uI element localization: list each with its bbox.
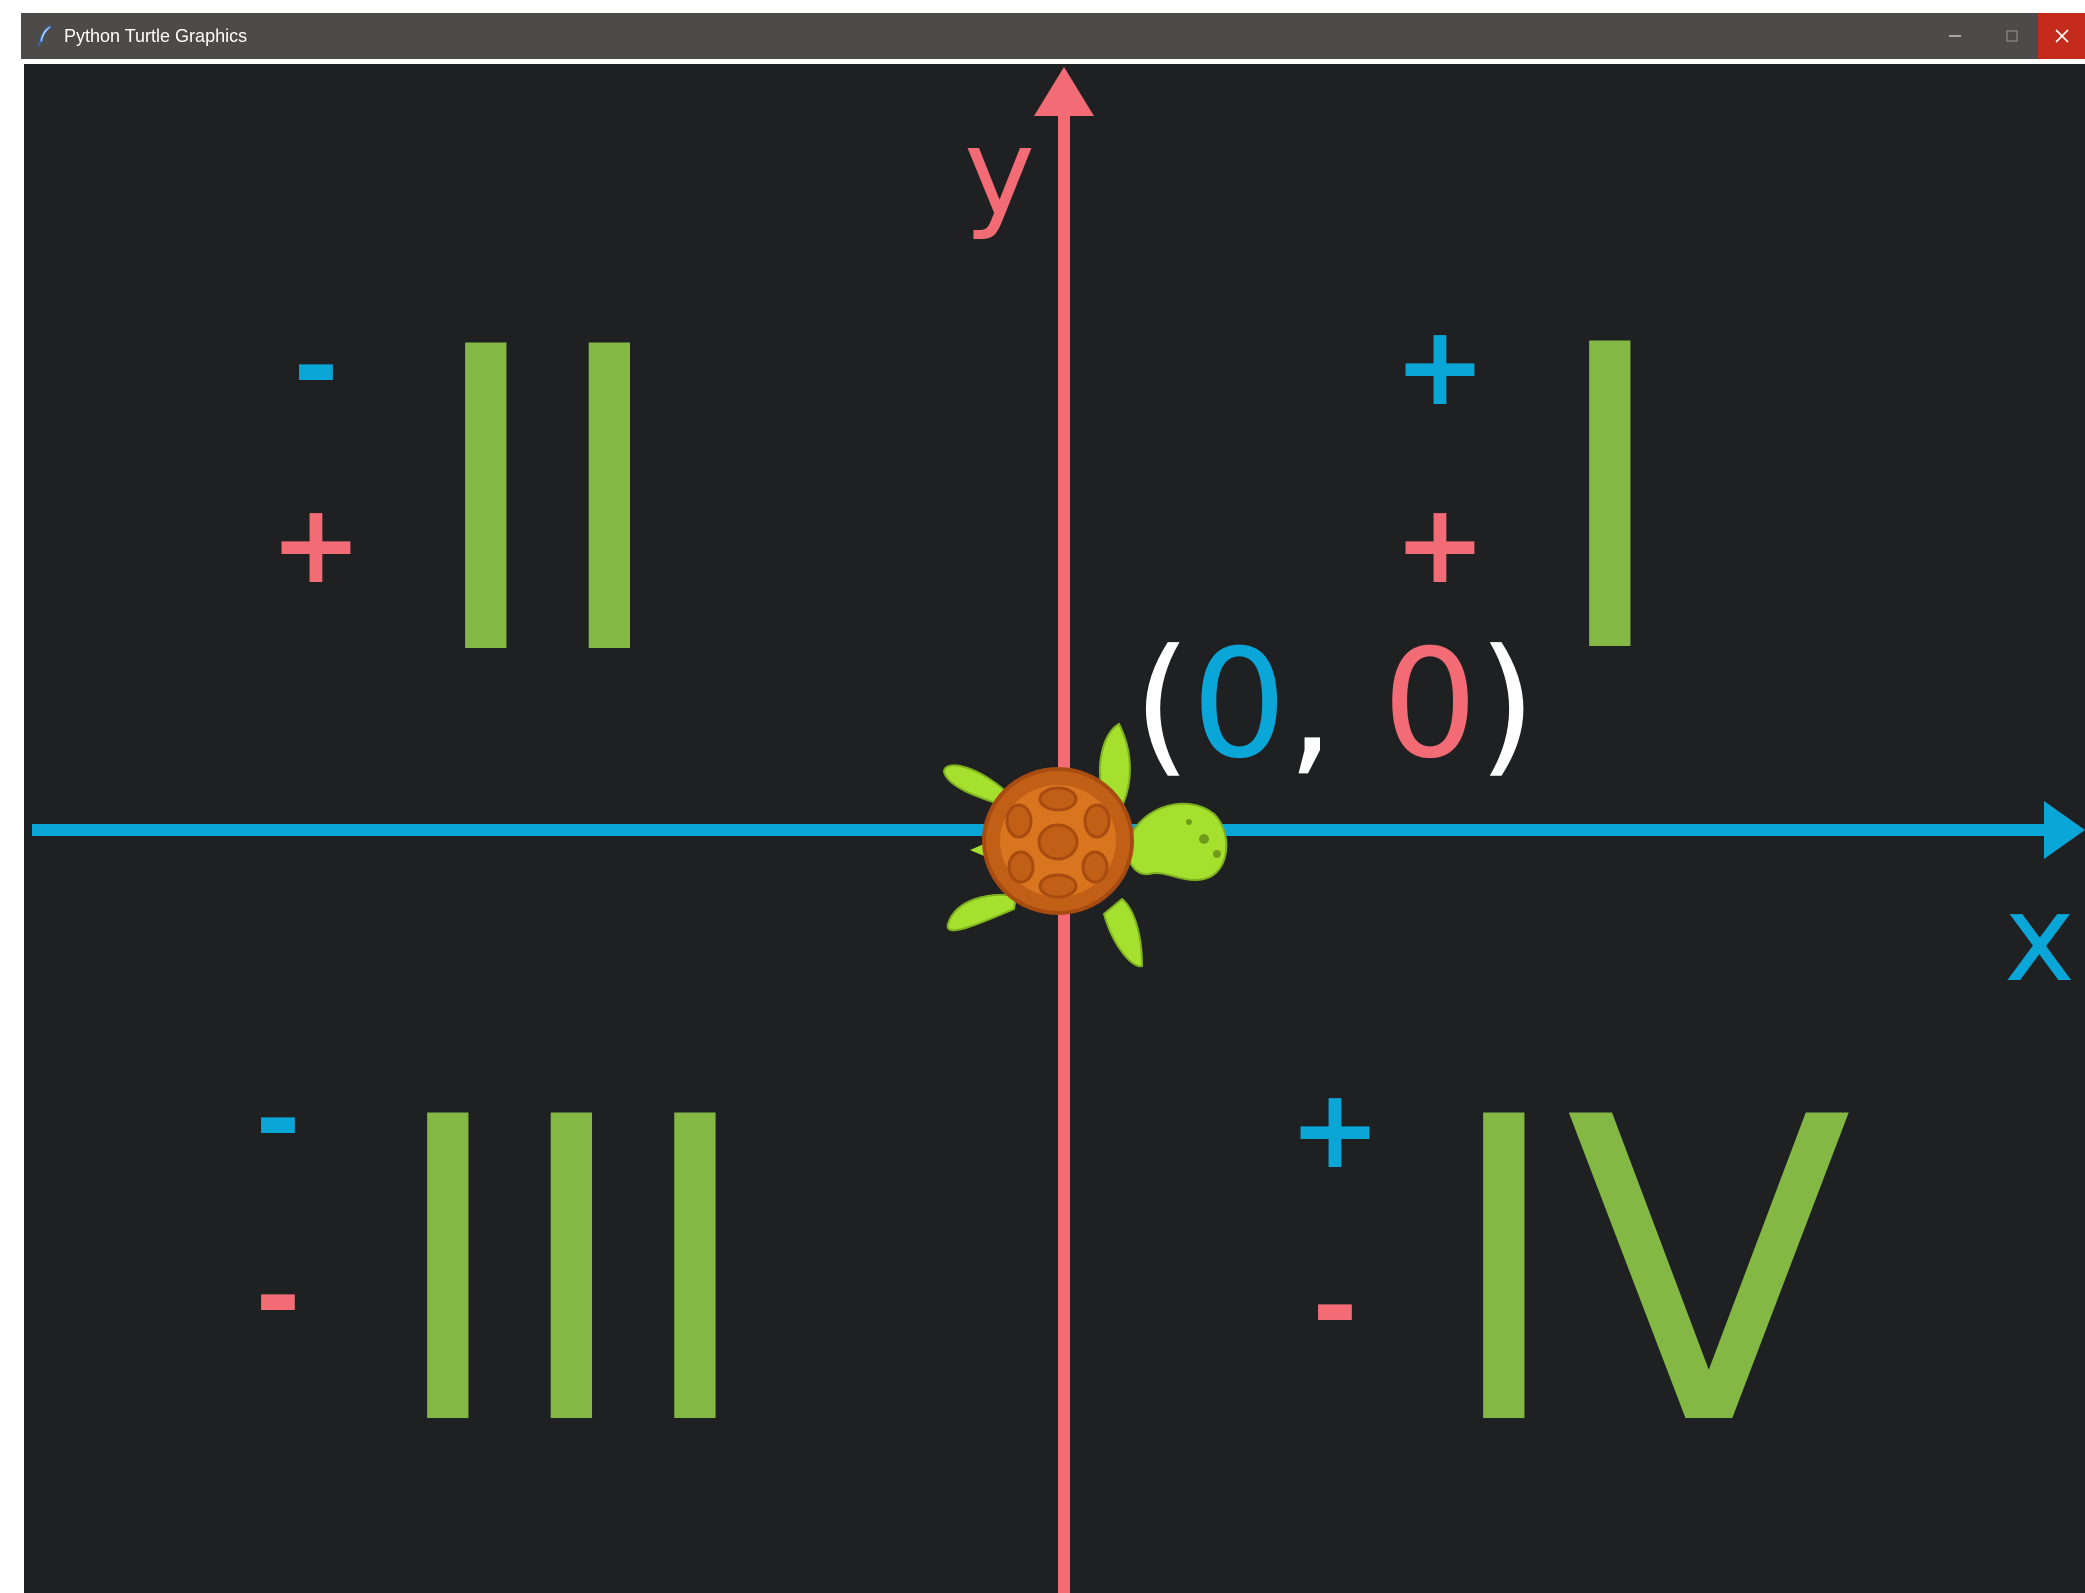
x-axis-label: x (2004, 870, 2076, 1009)
x-axis-arrow (2044, 801, 2085, 859)
origin-label: (0, 0) (1133, 630, 1536, 780)
y-axis-label: y (964, 104, 1036, 243)
maximize-icon (2006, 30, 2018, 42)
minimize-button[interactable] (1921, 13, 1988, 59)
origin-close-paren: ) (1477, 618, 1537, 792)
window-title: Python Turtle Graphics (64, 26, 248, 46)
quadrant-iii-y-sign: - (255, 1232, 301, 1360)
quadrant-i-x-sign: + (1393, 302, 1487, 430)
turtle-canvas[interactable]: x y (0, 0) - + II + + I - - III + - IV (24, 64, 2085, 1593)
close-icon (2054, 29, 2069, 43)
origin-y: 0 (1382, 618, 1478, 792)
quadrant-iv-x-sign: + (1288, 1065, 1382, 1193)
minimize-icon (1948, 35, 1961, 37)
quadrant-i-numeral: I (1548, 257, 1672, 745)
turtle-window: Python Turtle Graphics (21, 13, 2085, 1593)
quadrant-iii-x-sign: - (255, 1055, 301, 1183)
maximize-button[interactable] (1986, 13, 2038, 59)
y-axis-arrow (1034, 67, 1094, 116)
quadrant-ii-numeral: II (424, 259, 672, 747)
axes-layer (32, 67, 2085, 1593)
turtle-icon (942, 722, 1228, 968)
quadrant-ii-x-sign: - (293, 302, 339, 430)
origin-open-paren: ( (1133, 618, 1192, 792)
quadrant-iii-numeral: III (386, 1029, 757, 1517)
origin-x: 0 (1191, 618, 1287, 792)
title-bar[interactable]: Python Turtle Graphics (21, 13, 2085, 59)
quadrant-i-y-sign: + (1393, 480, 1487, 608)
quadrant-ii-y-sign: + (269, 480, 363, 608)
close-button[interactable] (2038, 13, 2085, 59)
origin-comma: , (1286, 618, 1383, 792)
feather-icon (37, 25, 52, 47)
quadrant-iv-numeral: IV (1442, 1029, 1853, 1517)
quadrant-iv-y-sign: - (1312, 1242, 1358, 1370)
